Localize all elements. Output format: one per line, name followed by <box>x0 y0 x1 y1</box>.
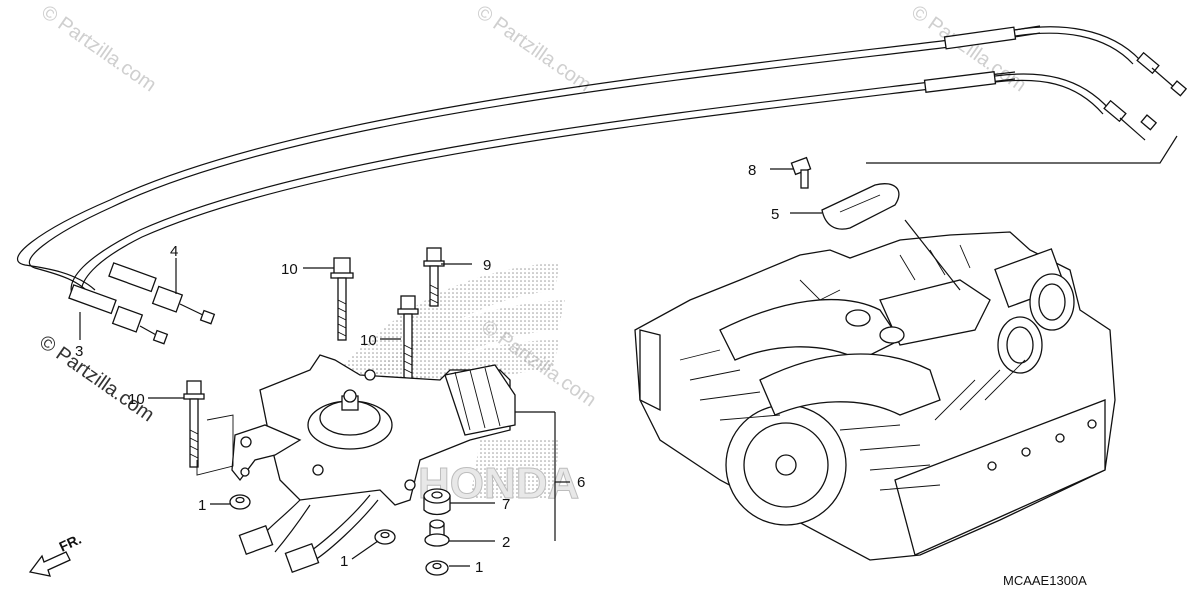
front-arrow-icon <box>28 551 71 577</box>
callout-10-lower: 10 <box>128 391 145 408</box>
callout-4: 4 <box>170 243 178 260</box>
callout-2: 2 <box>502 534 510 551</box>
callout-1-left: 1 <box>198 497 206 514</box>
callout-labels: 10 9 10 10 4 3 1 1 1 2 7 6 8 5 <box>75 162 779 576</box>
callout-10-upper: 10 <box>281 261 298 278</box>
engine-block <box>634 231 1116 561</box>
diagram-code: MCAAE1300A <box>1003 573 1087 588</box>
collar-2 <box>424 519 450 547</box>
washer-1-middle <box>374 529 396 545</box>
washer-1-left <box>229 494 251 510</box>
grommet-7 <box>423 488 451 516</box>
callout-9: 9 <box>483 257 491 274</box>
throttle-cable-upper <box>17 25 1188 297</box>
callout-1-bottom: 1 <box>475 559 483 576</box>
cable-end-3 <box>68 284 169 345</box>
bolt-8 <box>790 156 812 189</box>
bolt-10-lower <box>183 380 205 468</box>
callout-8: 8 <box>748 162 756 179</box>
cable-holder-5 <box>821 183 900 230</box>
throttle-cable-lower <box>70 71 1158 303</box>
callout-5: 5 <box>771 206 779 223</box>
front-arrow-label: FR. <box>57 531 84 555</box>
leader-lines <box>79 135 1178 567</box>
callout-6: 6 <box>577 474 585 491</box>
bolt-9 <box>423 247 445 307</box>
watermark-text-dark: © Partzilla.com <box>35 331 158 426</box>
bolt-10-upper <box>330 257 354 341</box>
callout-1-middle: 1 <box>340 553 348 570</box>
callout-7: 7 <box>502 496 510 513</box>
cable-end-4 <box>108 262 216 325</box>
bolt-10-middle <box>397 295 419 385</box>
callout-3: 3 <box>75 343 83 360</box>
washer-1-bottom <box>425 560 449 576</box>
front-direction-arrow: FR. <box>28 531 84 577</box>
watermark-text: © Partzilla.com <box>472 1 595 96</box>
throttle-actuator-assembly <box>231 354 516 574</box>
callout-10-middle: 10 <box>360 332 377 349</box>
watermark-text: © Partzilla.com <box>37 1 160 96</box>
